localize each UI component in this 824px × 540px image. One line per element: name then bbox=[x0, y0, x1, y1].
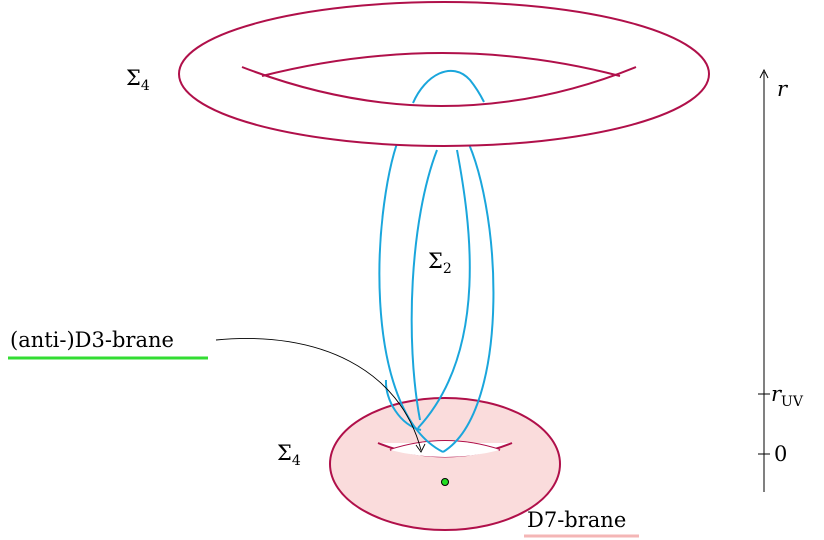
bottom-torus-hole-fill bbox=[390, 441, 500, 457]
top-torus bbox=[178, 1, 710, 147]
throat-handle bbox=[378, 129, 495, 453]
d3-arrow bbox=[215, 338, 422, 451]
d7-brane-label: D7-brane bbox=[527, 508, 626, 532]
throat-top-arch bbox=[412, 69, 485, 104]
throat-inner-curve-left bbox=[410, 149, 438, 421]
d3-arrowhead bbox=[415, 443, 426, 453]
tick-uv-label: rUV bbox=[771, 382, 804, 410]
sigma4-bottom-label: Σ4 bbox=[277, 441, 301, 469]
sigma4-top-label: Σ4 bbox=[126, 66, 150, 94]
sigma2-label: Σ2 bbox=[428, 249, 452, 277]
throat-outer-curve-right bbox=[442, 129, 495, 453]
d3-brane-point bbox=[441, 478, 449, 486]
top-torus-hole-upper bbox=[261, 52, 621, 77]
throat-outer-curve bbox=[378, 129, 444, 453]
top-torus-hole-lower bbox=[241, 66, 637, 107]
bottom-torus-outer bbox=[329, 397, 561, 531]
radial-axis: r rUV 0 bbox=[758, 68, 804, 492]
tick-zero-label: 0 bbox=[774, 442, 787, 466]
axis-arrowhead bbox=[759, 68, 769, 79]
axis-variable-label: r bbox=[777, 77, 789, 101]
throat-crossing-curve bbox=[384, 379, 422, 431]
bottom-torus bbox=[329, 397, 561, 531]
d3-brane-label: (anti-)D3-brane bbox=[10, 328, 174, 352]
throat-inner-curve-right bbox=[417, 149, 471, 429]
